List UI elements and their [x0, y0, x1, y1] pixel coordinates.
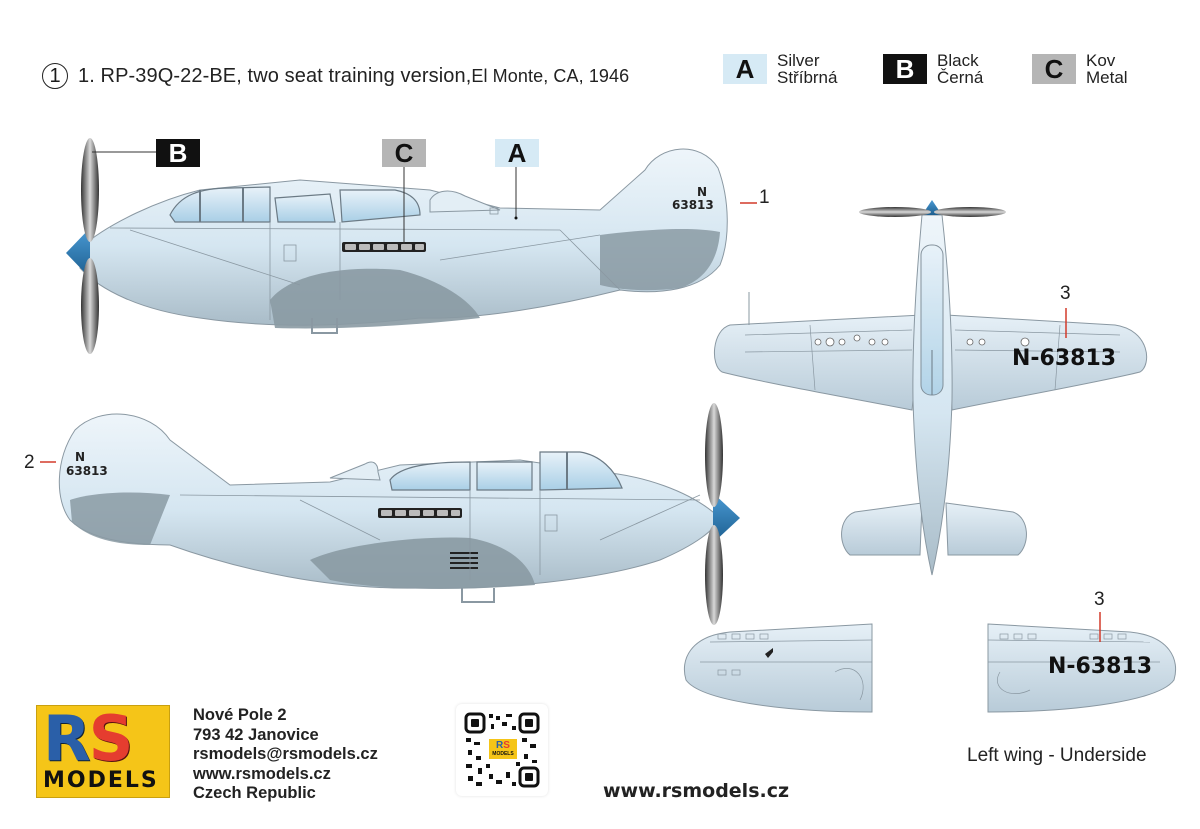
address-country: Czech Republic [193, 784, 316, 802]
side-view-right-profile: N 63813 [40, 403, 740, 625]
callout-c-exhaust: C [382, 138, 426, 168]
address-web[interactable]: www.rsmodels.cz [193, 764, 331, 783]
svg-text:N-63813: N-63813 [1012, 346, 1116, 371]
swatch-a: A [723, 54, 767, 84]
decal-number-2: 2 [24, 452, 35, 473]
qr-pattern-icon [464, 712, 540, 788]
side-view-left-profile: N 63813 [66, 138, 757, 354]
address-email[interactable]: rsmodels@rsmodels.cz [193, 745, 378, 763]
svg-text:N: N [697, 185, 707, 199]
svg-text:63813: 63813 [672, 198, 714, 212]
wing-underside-right [683, 623, 873, 713]
legend-black-cz: Černá [937, 68, 984, 87]
scheme-title-text: 1. RP-39Q-22-BE, two seat training versi… [78, 64, 630, 87]
decal-number-1: 1 [759, 187, 770, 208]
svg-text:N: N [75, 450, 85, 464]
website-link[interactable]: www.rsmodels.cz [603, 780, 790, 802]
scheme-title: 1 1. RP-39Q-22-BE, two seat training ver… [42, 63, 629, 89]
decal-number-3-under: 3 [1094, 589, 1105, 610]
callout-b-propeller: B [156, 138, 200, 168]
left-wing-underside-caption: Left wing - Underside [967, 745, 1147, 766]
legend-metal-cz: Metal [1086, 68, 1128, 87]
address-city: 793 42 Janovice [193, 725, 319, 744]
top-view: N-63813 [713, 200, 1148, 576]
scheme-number-badge: 1 [42, 63, 68, 89]
rs-models-logo: RS MODELS [36, 705, 170, 798]
callout-a-fuselage: A [495, 138, 539, 168]
legend-silver-cz: Stříbrná [777, 68, 838, 87]
legend-silver-en: Silver [777, 51, 820, 70]
address-street: Nové Pole 2 [193, 706, 287, 724]
svg-text:63813: 63813 [66, 464, 108, 478]
swatch-c: C [1032, 54, 1076, 84]
legend-metal-en: Kov [1086, 51, 1116, 70]
legend-black-en: Black [937, 51, 979, 70]
decal-number-3-top: 3 [1060, 283, 1071, 304]
company-address: Nové Pole 2 793 42 Janovice rsmodels@rsm… [193, 706, 378, 804]
svg-text:N-63813: N-63813 [1048, 654, 1152, 679]
wing-underside-left: N-63813 [987, 612, 1177, 713]
swatch-b: B [883, 54, 927, 84]
